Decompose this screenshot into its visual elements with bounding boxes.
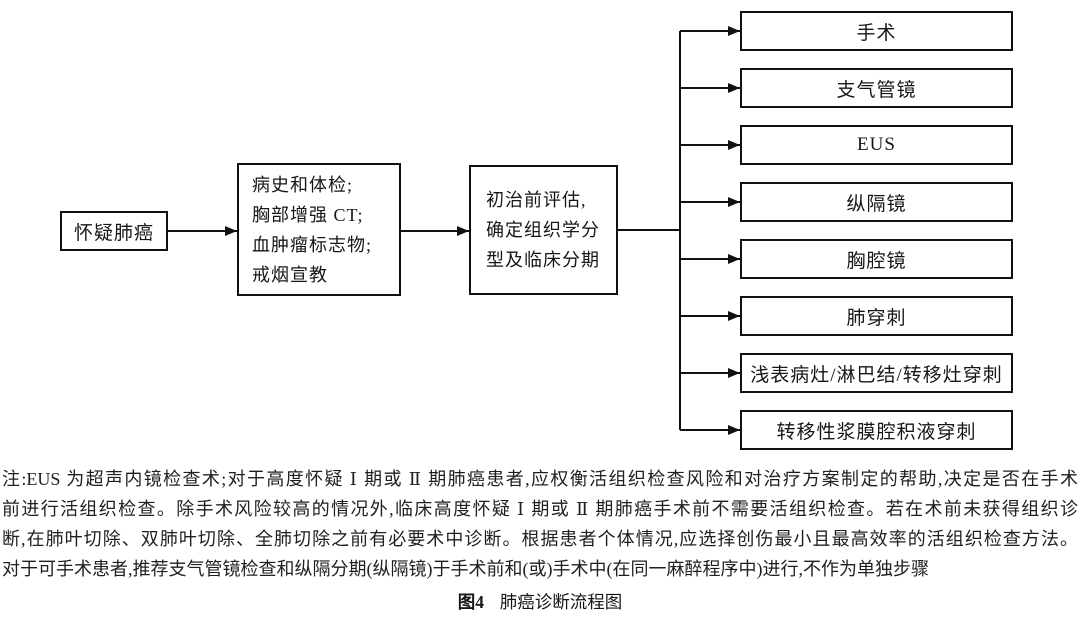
flow-box-lung-puncture: 肺穿刺 (740, 296, 1013, 336)
figure-number: 图4 (457, 592, 484, 612)
assessment-line: 型及临床分期 (486, 250, 600, 270)
assessment-line: 确定组织学分 (486, 220, 600, 240)
flowchart-connectors (168, 26, 740, 435)
flow-box-label: 肺穿刺 (846, 307, 907, 329)
flow-box-initial-workup: 病史和体检; 胸部增强 CT; 血肿瘤标志物; 戒烟宣教 (237, 163, 401, 296)
flow-box-metastatic-serous-effusion-puncture: 转移性浆膜腔积液穿刺 (740, 410, 1013, 450)
note-line-4: 对于可手术患者,推荐支气管镜检查和纵隔分期(纵隔镜)于手术前和(或)手术中(在同… (2, 559, 929, 579)
flow-box-pretreatment-assessment: 初治前评估, 确定组织学分 型及临床分期 (469, 165, 618, 295)
flow-box-label: 怀疑肺癌 (73, 222, 154, 244)
assessment-line: 初治前评估, (486, 190, 587, 210)
note-line-1: 注:EUS 为超声内镜检查术;对于高度怀疑 Ⅰ 期或 Ⅱ 期肺癌患者,应权衡活组… (2, 469, 1078, 489)
flow-box-label: 手术 (856, 22, 897, 44)
flow-box-surgery: 手术 (740, 11, 1013, 51)
workup-line: 胸部增强 CT; (252, 204, 364, 225)
figure-caption: 图4 肺癌诊断流程图 (0, 589, 1080, 614)
flow-box-label: 浅表病灶/淋巴结/转移灶穿刺 (750, 364, 1003, 386)
flow-box-suspected-lung-cancer: 怀疑肺癌 (60, 211, 168, 251)
flow-box-thoracoscopy: 胸腔镜 (740, 239, 1013, 279)
figure-title: 肺癌诊断流程图 (499, 592, 623, 612)
flow-box-superficial-lesion-lymph-node-metastasis-puncture: 浅表病灶/淋巴结/转移灶穿刺 (740, 353, 1013, 393)
figure-note: 注:EUS 为超声内镜检查术;对于高度怀疑 Ⅰ 期或 Ⅱ 期肺癌患者,应权衡活组… (2, 464, 1078, 584)
flow-box-label: 胸腔镜 (846, 250, 907, 272)
flow-box-label: 纵隔镜 (846, 193, 907, 215)
workup-line: 血肿瘤标志物; (252, 234, 373, 255)
workup-line: 病史和体检; (252, 174, 354, 195)
flow-box-label: 支气管镜 (836, 79, 917, 101)
note-line-3: 断,在肺叶切除、双肺叶切除、全肺切除之前有必要术中诊断。根据患者个体情况,应选择… (2, 529, 1078, 549)
flow-box-bronchoscopy: 支气管镜 (740, 68, 1013, 108)
flow-box-eus: EUS (740, 125, 1013, 165)
note-line-2: 前进行活组织检查。除手术风险较高的情况外,临床高度怀疑 Ⅰ 期或 Ⅱ 期肺癌手术… (2, 499, 1078, 519)
flow-box-label: 转移性浆膜腔积液穿刺 (776, 421, 977, 443)
flow-box-label: EUS (857, 134, 896, 155)
workup-line: 戒烟宣教 (252, 264, 328, 285)
flow-box-mediastinoscopy: 纵隔镜 (740, 182, 1013, 222)
